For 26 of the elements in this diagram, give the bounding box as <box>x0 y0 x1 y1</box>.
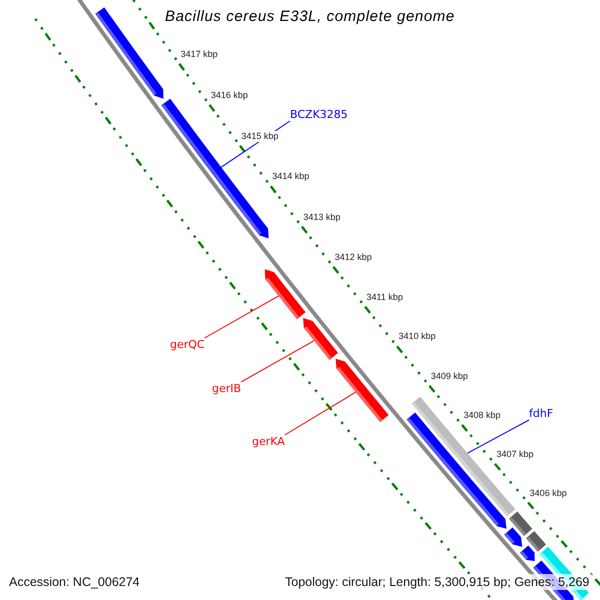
leader-line <box>466 420 530 454</box>
genome-summary: Topology: circular; Length: 5,300,915 bp; Genes: 5,269 <box>282 574 592 590</box>
tick-label: 3406 kbp <box>530 488 567 499</box>
tick-label: 3413 kbp <box>303 212 340 223</box>
gene-label: gerQC <box>170 338 205 351</box>
tick-label: 3412 kbp <box>334 252 372 263</box>
leader-line <box>284 392 356 436</box>
title: Bacillus cereus E33L, complete genome <box>163 8 457 26</box>
tick-label: 3408 kbp <box>464 410 501 421</box>
tick-label: 3417 kbp <box>180 48 218 60</box>
tick-label: 3410 kbp <box>398 331 436 342</box>
gene-feature <box>264 269 306 320</box>
leader-line <box>204 295 280 338</box>
gene-label: gerIB <box>212 382 242 395</box>
tick-label: 3415 kbp <box>241 130 278 142</box>
gene-label: gerKA <box>252 435 285 448</box>
tick-label: 3407 kbp <box>496 448 534 460</box>
tick-label: 3414 kbp <box>272 171 310 182</box>
gene-label: fdhF <box>529 407 554 420</box>
gene-label: BCZK3285 <box>290 108 348 121</box>
tick-label: 3411 kbp <box>366 292 403 303</box>
gene-feature <box>303 318 338 360</box>
tick-label: 3416 kbp <box>210 90 248 102</box>
leader-line <box>240 340 315 382</box>
gene-feature <box>336 358 389 422</box>
tick-label: 3409 kbp <box>430 370 468 382</box>
